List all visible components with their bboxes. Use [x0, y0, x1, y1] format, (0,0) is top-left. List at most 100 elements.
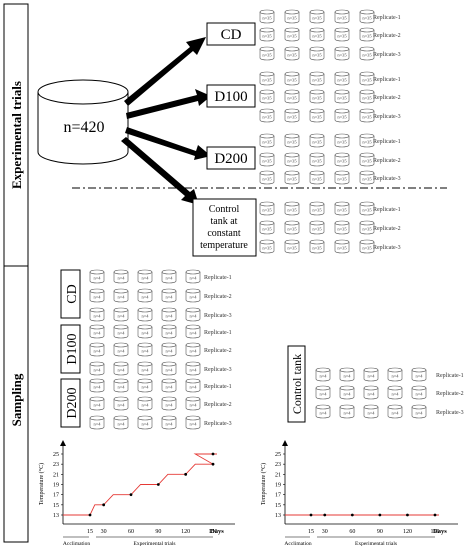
- tank-icon: n=35: [359, 239, 375, 254]
- tank-icon: n=4: [113, 307, 129, 322]
- treatment-box-d100: [206, 84, 256, 108]
- tank-icon: n=35: [334, 108, 350, 123]
- tank-count-label: n=35: [262, 227, 272, 232]
- tank-icon: n=35: [309, 133, 325, 148]
- tank-count-label: n=35: [312, 177, 322, 182]
- tank-count-label: n=4: [117, 331, 125, 336]
- control-tank-line-1: Control: [209, 204, 240, 215]
- tank-count-label: n=35: [287, 34, 297, 39]
- x-tick-label: 150: [209, 529, 218, 535]
- sampling-box-d200: [60, 378, 81, 428]
- tank-icon: n=35: [284, 220, 300, 235]
- tank-count-label: n=4: [93, 314, 101, 319]
- tank-icon: n=35: [309, 9, 325, 24]
- sampling-label-cd: CD: [65, 284, 80, 303]
- tank-icon: n=35: [259, 9, 275, 24]
- tank-icon: n=4: [387, 385, 403, 400]
- tank-count-label: n=4: [93, 403, 101, 408]
- tank-icon: n=4: [137, 361, 153, 376]
- tank-count-label: n=35: [337, 96, 347, 101]
- tank-count-label: n=4: [93, 368, 101, 373]
- tank-icon: n=35: [284, 108, 300, 123]
- tank-count-label: n=35: [337, 115, 347, 120]
- tank-icon: n=35: [359, 133, 375, 148]
- tank-count-label: n=35: [337, 159, 347, 164]
- x-tick-label: 15: [87, 529, 93, 535]
- tank-icon: n=35: [259, 71, 275, 86]
- tank-count-label: n=35: [362, 53, 372, 58]
- tank-count-label: n=4: [367, 374, 375, 379]
- tank-icon: n=4: [411, 367, 427, 382]
- tank-icon: n=4: [161, 415, 177, 430]
- tank-count-label: n=4: [93, 295, 101, 300]
- tank-icon: n=4: [339, 404, 355, 419]
- x-tick-label: 30: [322, 529, 328, 535]
- tank-icon: n=4: [161, 378, 177, 393]
- tank-count-label: n=35: [287, 115, 297, 120]
- tank-count-label: n=35: [262, 34, 272, 39]
- tank-count-label: n=35: [362, 96, 372, 101]
- tank-icon: n=4: [113, 378, 129, 393]
- data-point: [350, 513, 354, 517]
- tank-icon: n=35: [309, 152, 325, 167]
- tank-icon: n=35: [284, 89, 300, 104]
- y-tick-label: 13: [53, 513, 59, 519]
- x-tick-label: 120: [403, 529, 412, 535]
- tank-count-label: n=35: [287, 53, 297, 58]
- y-tick-label: 25: [53, 452, 59, 458]
- tank-count-label: n=35: [312, 53, 322, 58]
- tank-icon: n=4: [185, 269, 201, 284]
- x-tick-label: 120: [181, 529, 190, 535]
- tank-icon: n=4: [411, 404, 427, 419]
- tank-count-label: n=4: [189, 295, 197, 300]
- tank-icon: n=4: [137, 396, 153, 411]
- data-point: [88, 513, 92, 517]
- y-tick-label: 13: [275, 513, 281, 519]
- tank-count-label: n=35: [287, 78, 297, 83]
- tank-icon: n=35: [359, 152, 375, 167]
- tank-count-label: n=4: [141, 368, 149, 373]
- tank-icon: n=4: [339, 385, 355, 400]
- tank-icon: n=35: [359, 71, 375, 86]
- tank-count-label: n=4: [141, 422, 149, 427]
- tank-icon: n=35: [334, 170, 350, 185]
- x-tick-label: 150: [431, 529, 440, 535]
- tank-count-label: n=4: [367, 411, 375, 416]
- y-axis-arrow: [60, 440, 66, 446]
- tank-icon: n=4: [339, 367, 355, 382]
- tank-icon: n=35: [334, 152, 350, 167]
- tank-count-label: n=35: [312, 34, 322, 39]
- tank-count-label: n=35: [362, 177, 372, 182]
- tank-count-label: n=35: [337, 177, 347, 182]
- tank-count-label: n=4: [189, 368, 197, 373]
- sampling-box-control: [287, 345, 306, 423]
- replicate-label: Replicate-2: [204, 402, 232, 408]
- data-point: [211, 462, 215, 466]
- tank-count-label: n=35: [262, 177, 272, 182]
- tank-icon: n=4: [363, 385, 379, 400]
- tank-icon: n=35: [359, 9, 375, 24]
- tank-count-label: n=4: [117, 385, 125, 390]
- tank-count-label: n=4: [93, 422, 101, 427]
- tank-icon: n=35: [334, 27, 350, 42]
- y-tick-label: 19: [275, 483, 281, 489]
- tank-icon: n=4: [315, 367, 331, 382]
- tank-icon: n=35: [309, 170, 325, 185]
- replicate-label: Replicate-3: [373, 114, 401, 120]
- phase-label-trials: Experimental trials: [134, 541, 176, 547]
- tank-icon: n=4: [89, 324, 105, 339]
- replicate-label: Replicate-2: [204, 348, 232, 354]
- section-title-experimental: Experimental trials: [9, 81, 24, 189]
- replicate-label: Replicate-2: [373, 226, 401, 232]
- tank-icon: n=4: [137, 415, 153, 430]
- tank-icon: n=35: [334, 201, 350, 216]
- tank-icon: n=4: [89, 396, 105, 411]
- tank-icon: n=4: [185, 361, 201, 376]
- tank-count-label: n=4: [117, 403, 125, 408]
- tank-icon: n=35: [359, 89, 375, 104]
- tank-icon: n=35: [359, 46, 375, 61]
- tank-icon: n=35: [284, 239, 300, 254]
- tank-count-label: n=35: [362, 159, 372, 164]
- data-point: [323, 513, 327, 517]
